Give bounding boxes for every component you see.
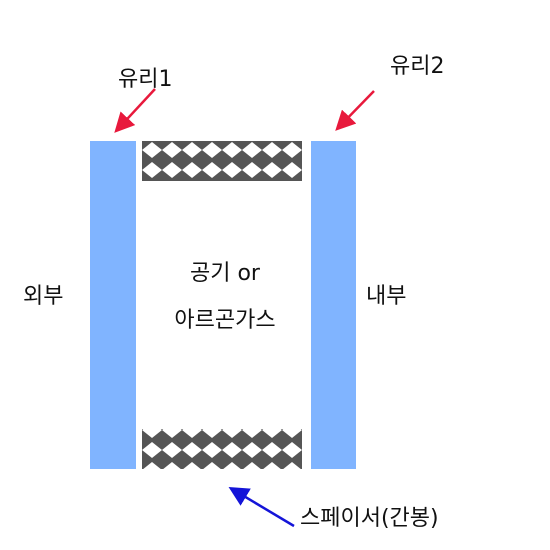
- gas-label-line-1: 공기 or: [190, 261, 260, 286]
- spacer-bottom: [142, 429, 302, 469]
- glass2-arrow-icon: [335, 90, 375, 131]
- outside-label: 외부: [23, 284, 64, 309]
- inside-label: 내부: [366, 284, 407, 309]
- glass1-label: 유리1: [118, 67, 173, 92]
- glass-pane-2: [311, 141, 356, 469]
- spacer-arrow-icon: [228, 486, 295, 528]
- spacer-top: [142, 141, 302, 181]
- spacer-label: 스페이서(간봉): [300, 506, 439, 531]
- glass2-label: 유리2: [390, 54, 445, 79]
- glass-pane-1: [90, 141, 136, 469]
- glass1-arrow-icon: [114, 88, 156, 133]
- gas-label-line-2: 아르곤가스: [174, 308, 276, 333]
